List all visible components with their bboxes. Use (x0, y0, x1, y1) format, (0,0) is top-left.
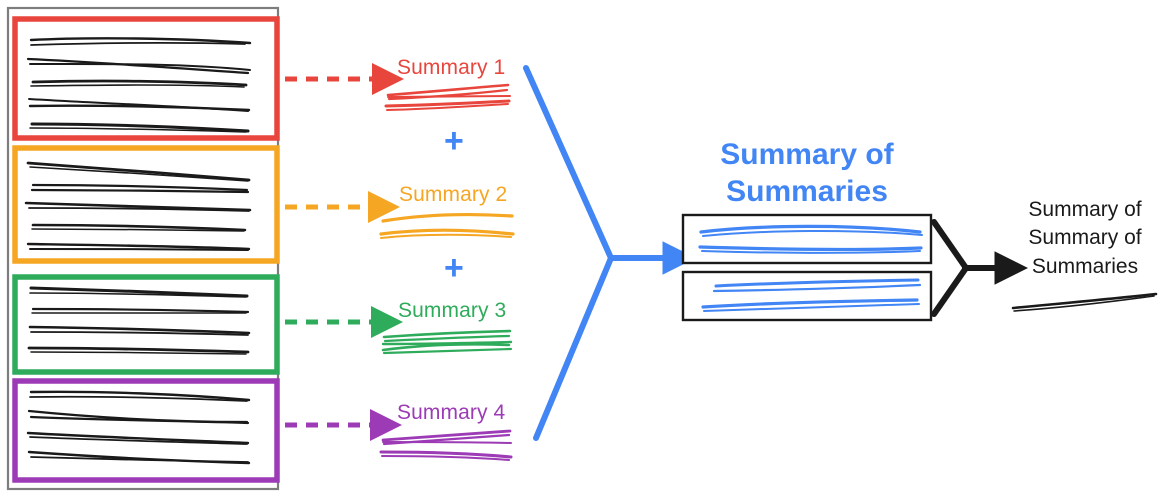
summary-1-label: Summary 1 (397, 56, 506, 79)
document-box-red[interactable] (12, 16, 280, 141)
summary-of-summaries-box-2[interactable] (681, 270, 933, 322)
summary-1-squiggle (384, 83, 511, 111)
document-box-orange[interactable] (12, 145, 280, 264)
summary-2-squiggle (379, 213, 515, 239)
black-merge-connector (931, 219, 969, 317)
plus-operator-2: + (444, 249, 464, 287)
summary-3-label: Summary 3 (398, 299, 507, 322)
summary-of-summaries-heading: Summary of Summaries (720, 138, 894, 208)
document-box-purple[interactable] (12, 378, 280, 483)
final-summary-heading: Summary of Summary of Summaries (1028, 198, 1142, 278)
blue-merge-connector (523, 65, 614, 441)
summary-2-label: Summary 2 (399, 183, 508, 206)
summary-4-squiggle (379, 429, 513, 461)
summary-3-squiggle (381, 329, 513, 355)
summary-of-summaries-box-1[interactable] (681, 213, 933, 265)
summary-4-label: Summary 4 (397, 401, 506, 424)
document-box-green[interactable] (12, 274, 280, 375)
final-summary-squiggle (1011, 292, 1158, 312)
plus-operator-1: + (444, 122, 464, 160)
